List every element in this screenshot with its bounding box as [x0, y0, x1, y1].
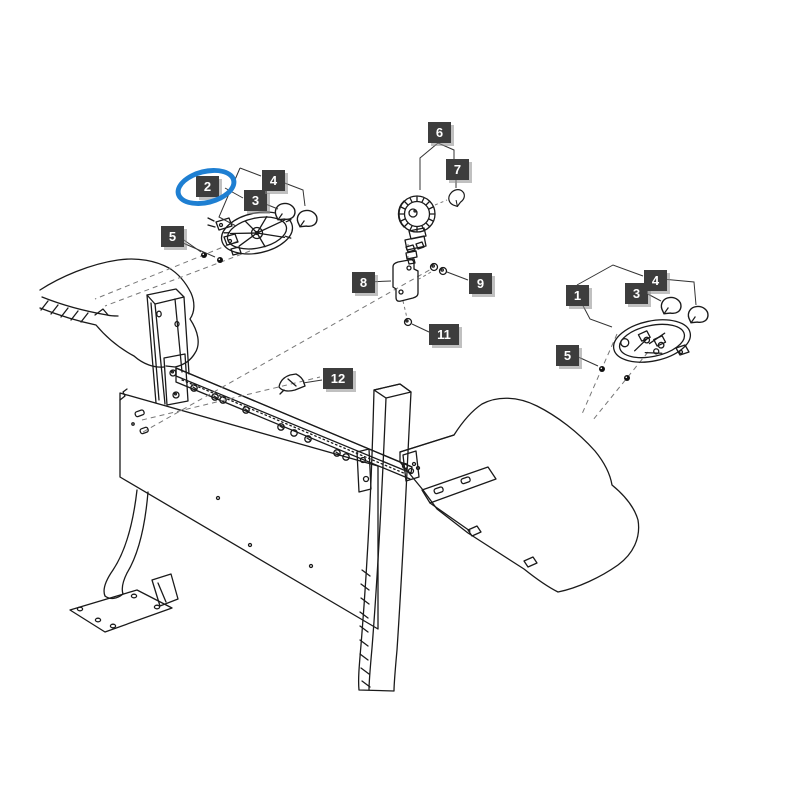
mounting-screws	[201, 252, 630, 381]
callout-3-right: 3	[625, 283, 648, 304]
bulb-icon	[273, 200, 298, 224]
mounting-bracket	[392, 259, 419, 302]
bulb-icon	[295, 207, 320, 231]
callout-9: 9	[469, 273, 492, 294]
projection-lines	[94, 199, 649, 433]
leader-lines	[180, 142, 697, 384]
parts	[207, 186, 711, 395]
callout-5-right: 5	[556, 345, 579, 366]
right-fender	[399, 397, 640, 593]
callout-11: 11	[429, 324, 459, 345]
bolt	[403, 317, 413, 327]
right-tail-lamp	[612, 319, 692, 363]
callout-7: 7	[446, 159, 469, 180]
work-lamp	[397, 195, 436, 265]
bulb-icon	[686, 303, 711, 327]
left-tail-lamp	[207, 211, 294, 256]
left-rops-post	[146, 288, 190, 406]
callout-4-right: 4	[644, 270, 667, 291]
bulb-icon	[659, 294, 684, 318]
right-rops-post	[356, 383, 420, 692]
callout-12: 12	[323, 368, 353, 389]
callout-6: 6	[428, 122, 451, 143]
left-fender	[39, 258, 199, 368]
rail-bolts	[190, 384, 350, 461]
harness-clip	[278, 373, 306, 395]
bulb-icon	[445, 186, 469, 210]
callout-8: 8	[352, 272, 375, 293]
callout-4-left: 4	[262, 170, 285, 191]
callout-2: 2	[196, 176, 219, 197]
rear-panel	[119, 388, 379, 630]
nuts	[429, 262, 448, 276]
foot-step	[69, 489, 179, 633]
callout-5-left: 5	[161, 226, 184, 247]
tractor-frame	[39, 258, 640, 692]
callout-3-left: 3	[244, 190, 267, 211]
callout-1: 1	[566, 285, 589, 306]
